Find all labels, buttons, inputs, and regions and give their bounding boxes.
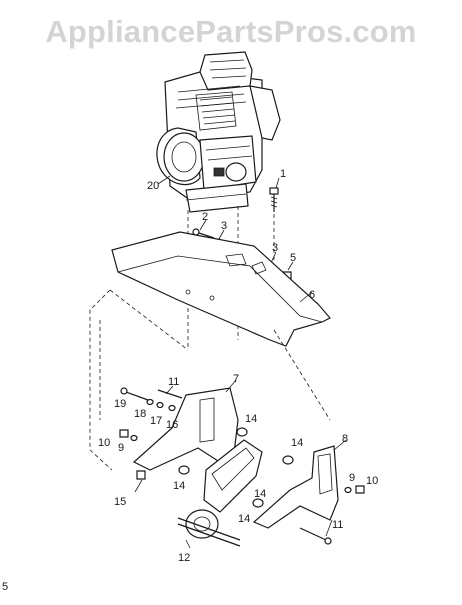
callout-labels: 1 2 3 3 5 6 7 8 9 9 10 10 11 11 12 14 14…	[2, 168, 378, 593]
tine-shield	[111, 231, 331, 347]
bolt-part-1	[269, 177, 280, 212]
callout-12: 12	[178, 552, 190, 564]
callout-6: 6	[309, 289, 315, 301]
callout-19: 19	[114, 398, 126, 410]
callout-3a: 3	[221, 220, 227, 232]
fasteners-left	[119, 385, 183, 493]
callout-14d: 14	[238, 513, 250, 525]
callout-16: 16	[166, 419, 178, 431]
corner-mark: 5	[2, 581, 8, 593]
callout-14c: 14	[173, 480, 185, 492]
callout-8: 8	[342, 433, 348, 445]
callout-14e: 14	[254, 488, 266, 500]
callout-10a: 10	[366, 475, 378, 487]
callout-2: 2	[202, 211, 208, 223]
callout-15: 15	[114, 496, 126, 508]
callout-9b: 9	[118, 442, 124, 454]
callout-11a: 11	[168, 376, 179, 388]
callout-18: 18	[134, 408, 146, 420]
tine-hub-assembly	[177, 439, 263, 549]
callout-17: 17	[150, 415, 162, 427]
right-bracket	[252, 439, 347, 529]
callout-14b: 14	[291, 437, 303, 449]
callout-9a: 9	[349, 472, 355, 484]
watermark-text: AppliancePartsPros.com	[45, 14, 417, 49]
callout-20: 20	[147, 180, 159, 192]
callout-5: 5	[290, 252, 296, 264]
callout-10b: 10	[98, 437, 110, 449]
callout-11b: 11	[332, 519, 343, 531]
left-bracket	[132, 379, 239, 472]
callout-1: 1	[280, 168, 286, 180]
callout-3b: 3	[272, 242, 278, 254]
fasteners-right	[299, 485, 365, 545]
engine-assembly	[156, 51, 281, 213]
frame-guides	[89, 289, 331, 471]
callout-7: 7	[233, 373, 239, 385]
callout-14a: 14	[245, 413, 257, 425]
